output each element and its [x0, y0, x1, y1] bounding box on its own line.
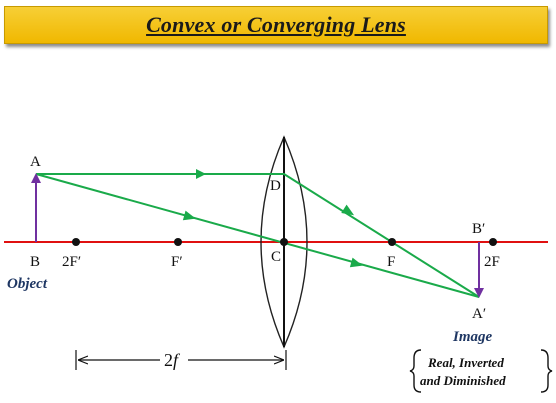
label-f: F [387, 254, 395, 270]
title-banner: Convex or Converging Lens [4, 6, 548, 44]
label-2f: 2F [484, 254, 500, 270]
image-description-line-2: and Diminished [420, 373, 506, 388]
brace-left [409, 349, 422, 393]
image-description-line-1: Real, Inverted [427, 355, 504, 370]
point-c [280, 238, 288, 246]
point-2f-prime [72, 238, 80, 246]
ray-direction-arrow [349, 257, 363, 268]
label-f-prime: F′ [171, 254, 183, 270]
dimension-label-var: f [173, 350, 181, 370]
label-b: B [30, 254, 40, 270]
label-d: D [270, 178, 281, 194]
brace-right [540, 349, 553, 393]
object-label: Object [7, 276, 48, 292]
label-a: A [30, 154, 41, 170]
ray-direction-arrow [182, 210, 196, 221]
ray-through-center [35, 173, 480, 298]
diagram-title: Convex or Converging Lens [146, 12, 406, 37]
point-f-prime [174, 238, 182, 246]
label-2f-prime: 2F′ [62, 254, 81, 270]
label-c: C [271, 249, 281, 265]
ray-direction-arrow [341, 204, 355, 216]
dimension-label: 2f [164, 350, 181, 370]
dimension-label-prefix: 2 [164, 350, 173, 370]
image-label: Image [452, 329, 493, 345]
label-b-prime: B′ [472, 221, 485, 237]
point-2f [489, 238, 497, 246]
label-a-prime: A′ [472, 306, 486, 322]
point-f [388, 238, 396, 246]
ray-direction-arrow [196, 169, 206, 179]
ray-parallel [36, 173, 480, 298]
